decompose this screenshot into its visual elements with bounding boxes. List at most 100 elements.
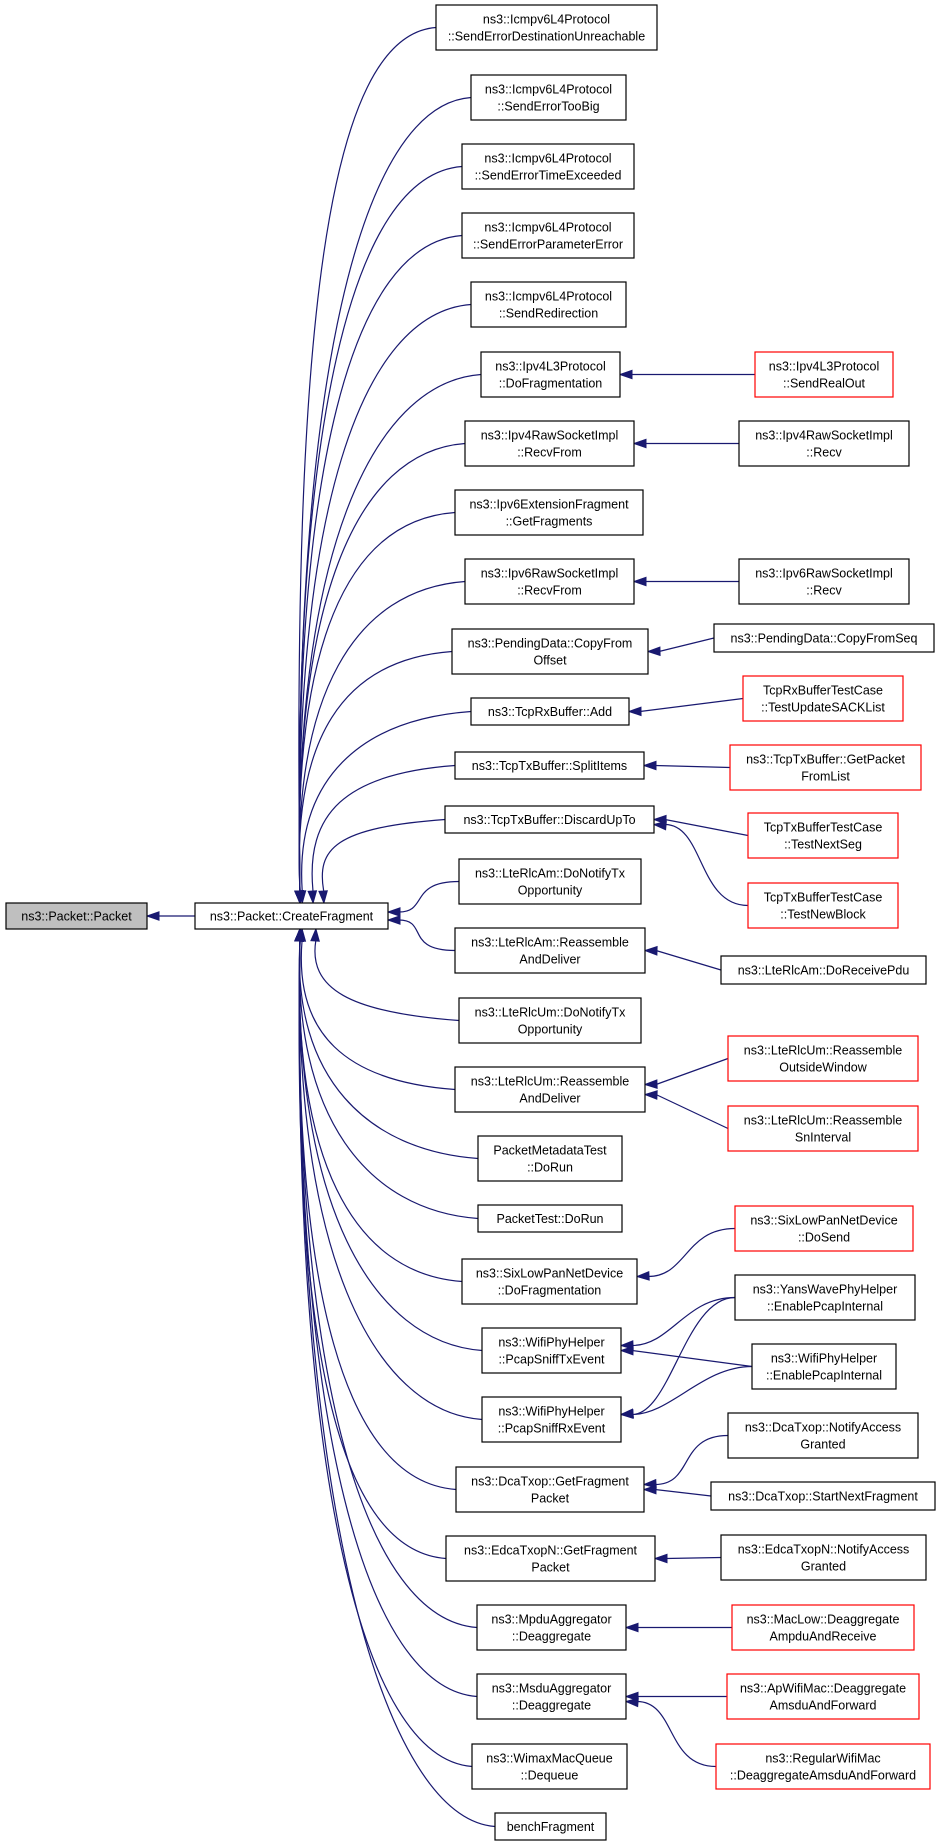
node-label-line: ::DoFragmentation (499, 377, 603, 391)
edge-line (321, 818, 446, 893)
edge-arrowhead (652, 820, 667, 831)
node-label-line: TcpTxBufferTestCase (764, 821, 883, 835)
node-r3[interactable]: ns3::Ipv6RawSocketImpl::Recv (738, 558, 910, 605)
node-label-line: PacketTest::DoRun (497, 1212, 604, 1226)
node-label-line: ns3::LteRlcUm::Reassemble (471, 1075, 629, 1089)
node-packet[interactable]: ns3::Packet::Packet (5, 902, 148, 930)
node-c3[interactable]: ns3::Icmpv6L4Protocol::SendErrorTimeExce… (461, 143, 635, 190)
edge-r8-to-c13 (652, 820, 749, 907)
node-c18[interactable]: PacketMetadataTest::DoRun (477, 1135, 623, 1182)
node-c27[interactable]: ns3::WimaxMacQueue::Dequeue (471, 1743, 628, 1790)
edge-line (298, 580, 466, 893)
edge-c2-to-createfragment (294, 96, 472, 905)
node-label-line: ::PcapSniffRxEvent (498, 1422, 606, 1436)
node-r1[interactable]: ns3::Ipv4L3Protocol::SendRealOut (754, 351, 894, 398)
node-r12[interactable]: ns3::SixLowPanNetDevice::DoSend (734, 1205, 914, 1252)
edge-line (664, 818, 749, 837)
node-c28[interactable]: benchFragment (494, 1812, 607, 1841)
node-r20[interactable]: ns3::RegularWifiMac::DeaggregateAmsduAnd… (715, 1743, 931, 1790)
node-r4[interactable]: ns3::PendingData::CopyFromSeq (713, 623, 935, 653)
edge-c8-to-createfragment (294, 511, 456, 905)
node-c13[interactable]: ns3::TcpTxBuffer::DiscardUpTo (444, 805, 655, 834)
node-c9[interactable]: ns3::Ipv6RawSocketImpl::RecvFrom (464, 558, 635, 605)
node-label-line: ::Recv (806, 446, 842, 460)
node-label-line: Packet (531, 1561, 570, 1575)
node-label-line: ::Recv (806, 584, 842, 598)
edge-line (655, 949, 722, 971)
node-r16[interactable]: ns3::DcaTxop::StartNextFragment (710, 1481, 936, 1511)
edge-arrowhead (643, 945, 658, 956)
node-c7[interactable]: ns3::Ipv4RawSocketImpl::RecvFrom (464, 420, 635, 467)
node-r19[interactable]: ns3::ApWifiMac::DeaggregateAmsduAndForwa… (726, 1673, 920, 1720)
node-label-line: ns3::MpduAggregator (491, 1613, 611, 1627)
edge-c18-to-createfragment (294, 927, 479, 1160)
node-box (454, 489, 644, 536)
node-label-line: ::SendErrorDestinationUnreachable (448, 30, 645, 44)
edge-line (655, 1057, 729, 1086)
node-label-line: ns3::TcpRxBuffer::Add (488, 705, 612, 719)
node-box (455, 1466, 645, 1513)
node-r9[interactable]: ns3::LteRlcAm::DoReceivePdu (720, 955, 927, 985)
node-c19[interactable]: PacketTest::DoRun (477, 1204, 623, 1233)
edge-c27-to-createfragment (294, 927, 473, 1768)
edge-arrowhead (618, 369, 633, 380)
node-box (747, 812, 899, 859)
edge-c21-to-createfragment (294, 927, 483, 1352)
node-r14[interactable]: ns3::WifiPhyHelper::EnablePcapInternal (751, 1343, 897, 1390)
node-c2[interactable]: ns3::Icmpv6L4Protocol::SendErrorTooBig (470, 74, 627, 121)
node-c1[interactable]: ns3::Icmpv6L4Protocol::SendErrorDestinat… (435, 4, 658, 51)
node-label-line: ns3::Packet::CreateFragment (210, 910, 374, 924)
node-c20[interactable]: ns3::SixLowPanNetDevice::DoFragmentation (461, 1258, 638, 1305)
node-label-line: ns3::Ipv4RawSocketImpl (755, 429, 893, 443)
node-r7[interactable]: TcpTxBufferTestCase::TestNextSeg (747, 812, 899, 859)
edge-arrowhead (307, 890, 318, 905)
node-c12[interactable]: ns3::TcpTxBuffer::SplitItems (454, 751, 645, 780)
node-label-line: ns3::RegularWifiMac (765, 1752, 880, 1766)
node-c4[interactable]: ns3::Icmpv6L4Protocol::SendErrorParamete… (461, 212, 635, 259)
node-c25[interactable]: ns3::MpduAggregator::Deaggregate (476, 1604, 627, 1651)
node-c21[interactable]: ns3::WifiPhyHelper::PcapSniffTxEvent (481, 1327, 622, 1374)
node-c5[interactable]: ns3::Icmpv6L4Protocol::SendRedirection (470, 281, 627, 328)
edge-r13-to-c21 (619, 1296, 736, 1350)
node-c8[interactable]: ns3::Ipv6ExtensionFragment::GetFragments (454, 489, 644, 536)
edge-line (631, 1365, 753, 1416)
node-c26[interactable]: ns3::MsduAggregator::Deaggregate (476, 1673, 627, 1720)
node-box (477, 1135, 623, 1182)
node-label-line: ::Dequeue (521, 1769, 579, 1783)
node-box (458, 997, 642, 1044)
node-r5[interactable]: TcpRxBufferTestCase::TestUpdateSACKList (742, 675, 904, 722)
node-c11[interactable]: ns3::TcpRxBuffer::Add (470, 697, 630, 726)
node-c6[interactable]: ns3::Ipv4L3Protocol::DoFragmentation (480, 351, 621, 398)
node-createfragment[interactable]: ns3::Packet::CreateFragment (194, 902, 389, 930)
node-label-line: ns3::DcaTxop::NotifyAccess (745, 1421, 901, 1435)
edge-line (298, 939, 473, 1768)
node-r8[interactable]: TcpTxBufferTestCase::TestNewBlock (747, 882, 899, 929)
node-label-line: ::SendErrorTimeExceeded (475, 169, 622, 183)
node-label-line: ns3::LteRlcAm::DoReceivePdu (738, 964, 910, 978)
node-r13[interactable]: ns3::YansWavePhyHelper::EnablePcapIntern… (734, 1274, 916, 1321)
node-label-line: AmsduAndForward (770, 1699, 877, 1713)
edge-line (298, 442, 466, 893)
edge-arrowhead (635, 1270, 650, 1281)
edge-r2-to-c7 (632, 438, 739, 449)
node-r2[interactable]: ns3::Ipv4RawSocketImpl::Recv (738, 420, 910, 467)
node-label-line: Granted (800, 1438, 845, 1452)
edge-c4-to-createfragment (294, 234, 463, 905)
node-label-line: ns3::Ipv4L3Protocol (769, 360, 880, 374)
edge-line (654, 1434, 729, 1486)
node-c22[interactable]: ns3::WifiPhyHelper::PcapSniffRxEvent (481, 1396, 622, 1443)
node-box (476, 1604, 627, 1651)
